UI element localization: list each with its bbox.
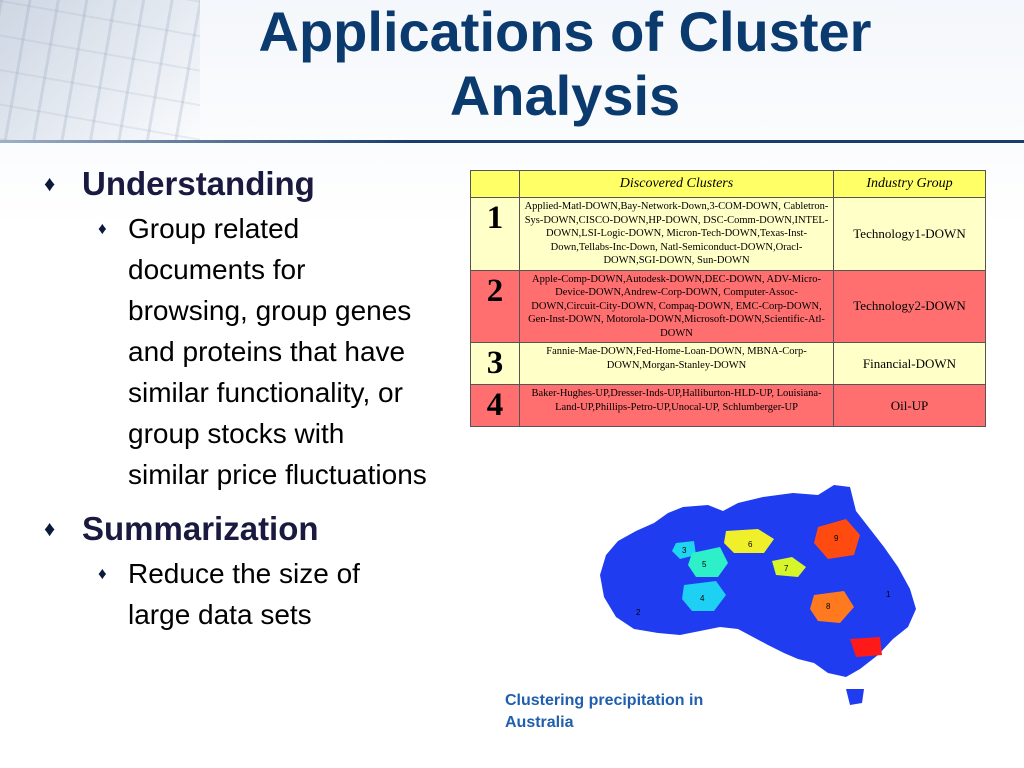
cluster-region-9 xyxy=(814,519,860,559)
australia-cluster-map: 2 3 5 6 7 4 8 9 1 xyxy=(588,467,960,717)
bullet-list: ♦ Understanding ♦ Group related document… xyxy=(44,160,444,635)
bullet-heading: Summarization xyxy=(82,510,319,547)
cluster-label-5: 5 xyxy=(702,560,707,569)
cluster-region-5 xyxy=(688,547,728,577)
corner-decoration xyxy=(0,0,200,140)
industry-group: Technology1-DOWN xyxy=(833,197,986,271)
bullet-summarization: ♦ Summarization xyxy=(44,505,444,553)
bullet-understanding: ♦ Understanding xyxy=(44,160,444,208)
slide-title: Applications of Cluster Analysis xyxy=(258,0,872,127)
diamond-bullet-icon: ♦ xyxy=(44,516,56,541)
title-divider xyxy=(0,140,1024,143)
table-row: 1 Applied-Matl-DOWN,Bay-Network-Down,3-C… xyxy=(470,197,986,271)
cluster-number: 2 xyxy=(470,269,520,343)
table-row: 3 Fannie-Mae-DOWN,Fed-Home-Loan-DOWN, MB… xyxy=(470,342,986,385)
table-row: 4 Baker-Hughes-UP,Dresser-Inds-UP,Hallib… xyxy=(470,384,986,427)
cluster-label-8: 8 xyxy=(826,602,831,611)
cluster-region-4 xyxy=(682,581,726,611)
cluster-label-9: 9 xyxy=(834,534,839,543)
australia-map-svg: 2 3 5 6 7 4 8 9 1 xyxy=(600,485,916,705)
sub-bullet-summarization: ♦ Reduce the size of large data sets xyxy=(98,553,444,635)
header-industry-group: Industry Group xyxy=(833,170,986,198)
cluster-label-3: 3 xyxy=(682,546,687,555)
cluster-number: 1 xyxy=(470,197,520,271)
cluster-members: Fannie-Mae-DOWN,Fed-Home-Loan-DOWN, MBNA… xyxy=(519,342,834,385)
cluster-number: 3 xyxy=(470,342,520,385)
diamond-bullet-icon: ♦ xyxy=(98,219,107,238)
cluster-members: Apple-Comp-DOWN,Autodesk-DOWN,DEC-DOWN, … xyxy=(519,269,834,343)
cluster-region-8 xyxy=(810,591,854,623)
tasmania xyxy=(846,689,864,705)
cluster-label-2: 2 xyxy=(636,608,641,617)
industry-group: Financial-DOWN xyxy=(833,342,986,385)
industry-group: Technology2-DOWN xyxy=(833,269,986,343)
cluster-label-4: 4 xyxy=(700,594,705,603)
sub-bullet-understanding: ♦ Group related documents for browsing, … xyxy=(98,208,444,495)
diamond-bullet-icon: ♦ xyxy=(44,171,56,196)
header-blank xyxy=(470,170,520,198)
sub-bullet-text: Group related documents for browsing, gr… xyxy=(128,213,427,490)
cluster-label-1: 1 xyxy=(886,590,891,599)
table-row: 2 Apple-Comp-DOWN,Autodesk-DOWN,DEC-DOWN… xyxy=(470,269,986,343)
cluster-region-7 xyxy=(772,557,806,577)
industry-group: Oil-UP xyxy=(833,384,986,427)
table-header-row: Discovered Clusters Industry Group xyxy=(470,170,986,198)
diamond-bullet-icon: ♦ xyxy=(98,564,107,583)
cluster-number: 4 xyxy=(470,384,520,427)
bullet-heading: Understanding xyxy=(82,165,315,202)
cluster-members: Baker-Hughes-UP,Dresser-Inds-UP,Hallibur… xyxy=(519,384,834,427)
map-caption: Clustering precipitation in Australia xyxy=(505,692,704,731)
cluster-members: Applied-Matl-DOWN,Bay-Network-Down,3-COM… xyxy=(519,197,834,271)
clusters-table: Discovered Clusters Industry Group 1 App… xyxy=(470,170,986,427)
cluster-label-6: 6 xyxy=(748,540,753,549)
cluster-region-6 xyxy=(724,529,774,553)
cluster-label-7: 7 xyxy=(784,564,789,573)
sub-bullet-text: Reduce the size of large data sets xyxy=(128,558,360,630)
cluster-region-3 xyxy=(672,541,696,559)
header-discovered-clusters: Discovered Clusters xyxy=(519,170,834,198)
cluster-region-10 xyxy=(850,637,882,657)
